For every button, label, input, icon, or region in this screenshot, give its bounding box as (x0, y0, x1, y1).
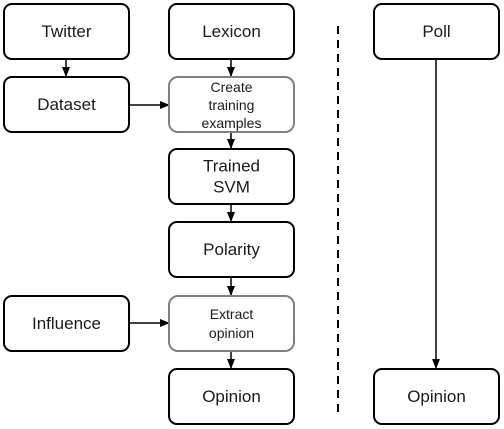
node-extract-opinion: Extract opinion (168, 295, 295, 352)
node-create-line-2: training (209, 97, 255, 113)
node-create-line-3: examples (202, 115, 262, 131)
node-opinion-right-label: Opinion (407, 387, 466, 406)
node-create-training-examples: Create training examples (168, 76, 295, 133)
node-polarity-label: Polarity (203, 240, 260, 259)
node-polarity: Polarity (168, 221, 295, 278)
node-trained-svm: Trained SVM (168, 148, 295, 205)
node-twitter-label: Twitter (41, 22, 91, 41)
node-poll: Poll (373, 3, 500, 60)
node-poll-label: Poll (422, 22, 450, 41)
node-create-line-1: Create (210, 79, 252, 95)
node-lexicon: Lexicon (168, 3, 295, 60)
node-opinion-left: Opinion (168, 368, 295, 425)
node-extract-line-2: opinion (209, 325, 254, 341)
node-extract-line-1: Extract (210, 306, 254, 322)
node-dataset: Dataset (3, 76, 130, 133)
node-influence: Influence (3, 295, 130, 352)
node-lexicon-label: Lexicon (202, 22, 261, 41)
node-twitter: Twitter (3, 3, 130, 60)
node-influence-label: Influence (32, 314, 101, 333)
node-opinion-left-label: Opinion (202, 387, 261, 406)
node-opinion-right: Opinion (373, 368, 500, 425)
node-svm-line-1: Trained (203, 157, 260, 176)
node-svm-line-2: SVM (213, 178, 250, 197)
node-dataset-label: Dataset (37, 95, 96, 114)
